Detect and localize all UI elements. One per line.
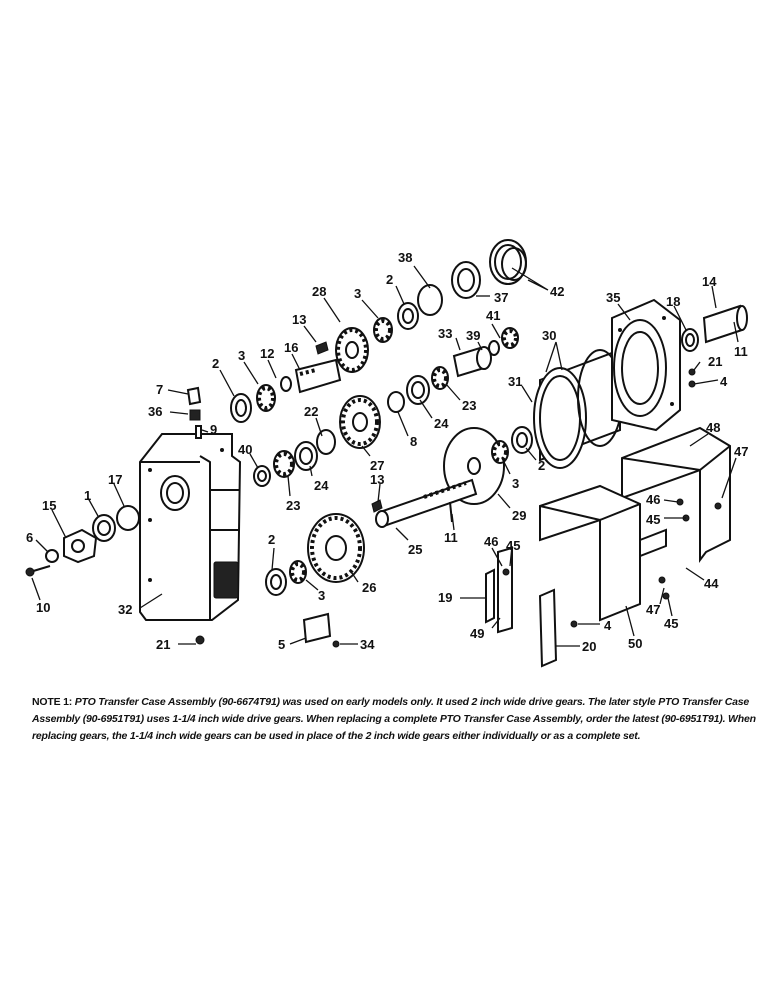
callout-11: 11 [734, 344, 748, 359]
callout-50: 50 [628, 636, 642, 651]
callout-4: 4 [720, 374, 728, 389]
callout-23: 23 [286, 498, 300, 513]
callout-31: 31 [508, 374, 522, 389]
callout-17: 17 [108, 472, 122, 487]
callout-32: 32 [118, 602, 132, 617]
callout-30: 30 [542, 328, 556, 343]
callout-42: 42 [550, 284, 564, 299]
callout-22: 22 [304, 404, 318, 419]
callout-49: 49 [470, 626, 484, 641]
output-yoke-group [25, 505, 140, 577]
callout-11: 11 [444, 530, 458, 545]
callout-7: 7 [156, 382, 163, 397]
callout-21: 21 [156, 637, 170, 652]
callout-25: 25 [408, 542, 422, 557]
callout-26: 26 [362, 580, 376, 595]
callout-36: 36 [148, 404, 162, 419]
callout-45: 45 [664, 616, 678, 631]
callout-33: 33 [438, 326, 452, 341]
upper-shaft-group [230, 302, 419, 423]
callout-4: 4 [604, 618, 612, 633]
right-shaft-group [681, 304, 748, 388]
pto-housing [533, 298, 681, 469]
callout-47: 47 [734, 444, 748, 459]
callout-13: 13 [292, 312, 306, 327]
callout-16: 16 [284, 340, 298, 355]
callout-35: 35 [606, 290, 620, 305]
callout-18: 18 [666, 294, 680, 309]
callout-37: 37 [494, 290, 508, 305]
guard-bracket-group [195, 426, 731, 668]
callout-21: 21 [708, 354, 722, 369]
callout-3: 3 [318, 588, 325, 603]
callout-15: 15 [42, 498, 56, 513]
callout-3: 3 [512, 476, 519, 491]
callout-19: 19 [438, 590, 452, 605]
callout-46: 46 [484, 534, 498, 549]
callout-24: 24 [434, 416, 449, 431]
lower-shaft-group [265, 426, 533, 596]
callout-labels: 38 42 2 37 14 35 28 3 18 13 41 39 33 30 … [26, 250, 748, 654]
callout-47: 47 [646, 602, 660, 617]
callout-20: 20 [582, 639, 596, 654]
top-seal-group [417, 239, 527, 316]
callout-40: 40 [238, 442, 252, 457]
breather-fitting [186, 386, 202, 439]
middle-shaft-group [253, 327, 519, 487]
callout-2: 2 [212, 356, 219, 371]
callout-34: 34 [360, 637, 375, 652]
callout-12: 12 [260, 346, 274, 361]
callout-24: 24 [314, 478, 329, 493]
callout-46: 46 [646, 492, 660, 507]
callout-14: 14 [702, 274, 717, 289]
callout-45: 45 [646, 512, 660, 527]
callout-44: 44 [704, 576, 719, 591]
note-label: NOTE 1: [32, 696, 73, 708]
callout-39: 39 [466, 328, 480, 343]
callout-3: 3 [354, 286, 361, 301]
callout-10: 10 [36, 600, 50, 615]
note-text-block: NOTE 1: PTO Transfer Case Assembly (90-6… [32, 694, 758, 745]
callout-13: 13 [370, 472, 384, 487]
callout-41: 41 [486, 308, 500, 323]
callout-29: 29 [512, 508, 526, 523]
callout-48: 48 [706, 420, 720, 435]
callout-27: 27 [370, 458, 384, 473]
transfer-case-housing [139, 433, 242, 621]
callout-38: 38 [398, 250, 412, 265]
callout-5: 5 [278, 637, 285, 652]
callout-28: 28 [312, 284, 326, 299]
note-body: PTO Transfer Case Assembly (90-6674T91) … [32, 696, 756, 742]
callout-45: 45 [506, 538, 520, 553]
callout-8: 8 [410, 434, 417, 449]
leader-lines [31, 265, 739, 647]
callout-3: 3 [238, 348, 245, 363]
callout-9: 9 [210, 422, 217, 437]
callout-1: 1 [84, 488, 91, 503]
callout-2: 2 [268, 532, 275, 547]
callout-6: 6 [26, 530, 33, 545]
callout-23: 23 [462, 398, 476, 413]
callout-2: 2 [538, 458, 545, 473]
callout-2: 2 [386, 272, 393, 287]
